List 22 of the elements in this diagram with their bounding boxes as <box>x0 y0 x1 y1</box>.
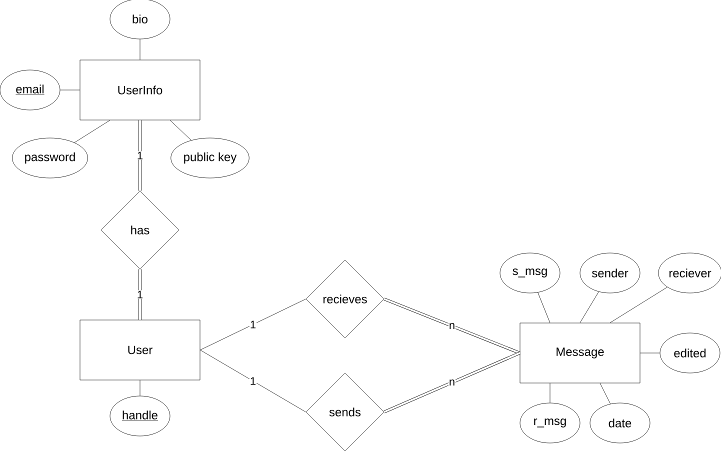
cardinality-label: n <box>448 379 456 386</box>
entity-box: UserInfo <box>80 60 200 120</box>
connector-line <box>200 298 306 350</box>
connector-line <box>138 120 142 191</box>
connector-line <box>538 292 550 323</box>
connector-line <box>610 286 668 323</box>
connector-line <box>384 352 520 414</box>
connector-line <box>640 352 660 354</box>
connector-line <box>74 120 110 143</box>
connector-line <box>138 269 142 320</box>
cardinality-label: 1 <box>136 151 144 160</box>
cardinality-label: 1 <box>136 290 144 299</box>
cardinality-label: 1 <box>249 320 257 329</box>
connector-line <box>384 298 520 354</box>
connector-line <box>200 350 306 412</box>
cardinality-label: n <box>448 322 456 330</box>
connector-line <box>600 383 611 404</box>
connector-line <box>580 292 599 323</box>
entity-box: User <box>80 320 200 380</box>
connector-line <box>170 120 192 140</box>
cardinality-label: 1 <box>249 376 257 386</box>
entity-box: Message <box>520 322 640 384</box>
